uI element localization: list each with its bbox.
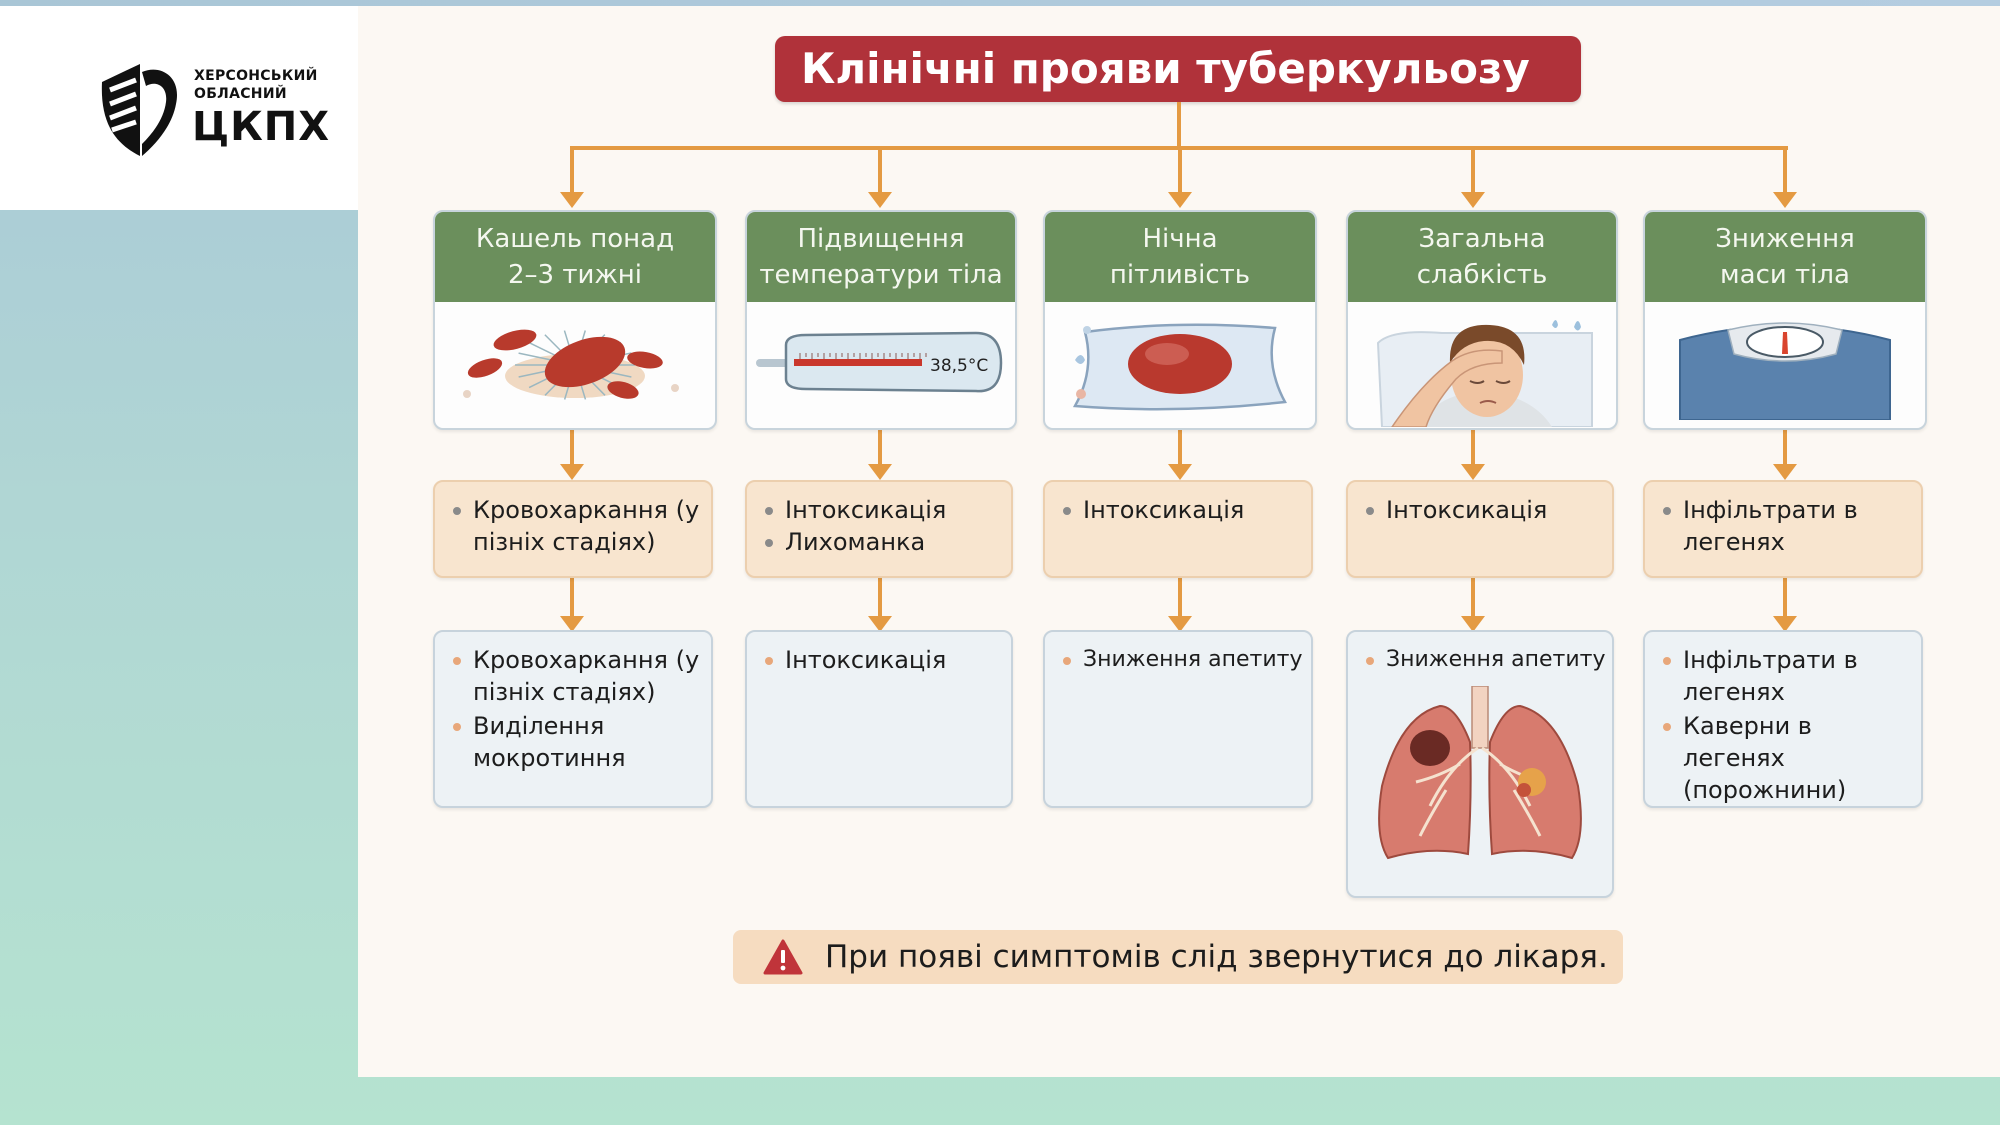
consequence-item: Інфільтрати в легенях — [1661, 494, 1913, 558]
detail-item: Інтоксикація — [763, 644, 1003, 676]
symptom-title-line: Підвищення — [797, 224, 965, 254]
connector-to-card — [1471, 148, 1475, 194]
consequence-item: Інтоксикація — [763, 494, 1003, 526]
symptom-card: Зниження маси тіла — [1643, 210, 1927, 430]
symptom-title-line: Зниження — [1715, 224, 1855, 254]
consequence-box: Інфільтрати в легенях — [1643, 480, 1923, 578]
arrowhead-icon — [1773, 192, 1797, 208]
symptom-title-line: пітливість — [1109, 260, 1251, 290]
symptom-title-line: слабкість — [1416, 260, 1548, 290]
warning-triangle-icon — [763, 939, 803, 975]
logo-text-abbr: ЦКПХ — [192, 104, 331, 150]
consequence-item: Інтоксикація — [1061, 494, 1303, 526]
detail-item: Кровохаркання (у пізніх стадіях) — [451, 644, 703, 708]
connector-title-down — [1177, 102, 1181, 148]
arrowhead-icon — [1461, 616, 1485, 632]
detail-item: Зниження апетиту — [1061, 644, 1303, 676]
symptom-card: Нічна пітливість — [1043, 210, 1317, 430]
connector-to-low — [878, 576, 882, 618]
connector-to-low — [1471, 576, 1475, 618]
symptom-card-header: Нічна пітливість — [1045, 212, 1315, 302]
logo-text-line2: ОБЛАСНИЙ — [194, 86, 287, 102]
tired-person-icon — [1348, 302, 1616, 428]
symptom-card: Загальна слабкість — [1346, 210, 1618, 430]
connector-to-mid — [1178, 428, 1182, 466]
logo-text-line1: ХЕРСОНСЬКИЙ — [194, 68, 318, 84]
scale-icon — [1645, 302, 1925, 428]
title-banner: Клінічні прояви туберкульозу — [775, 36, 1581, 102]
detail-item: Інфільтрати в легенях — [1661, 644, 1913, 708]
connector-to-low — [570, 576, 574, 618]
thermometer-reading: 38,5°C — [930, 356, 988, 376]
warning-banner: При появі симптомів слід звернутися до л… — [733, 930, 1623, 984]
lungs-icon — [1348, 686, 1612, 866]
arrowhead-icon — [1168, 616, 1192, 632]
arrowhead-icon — [1773, 616, 1797, 632]
detail-box: Зниження апетиту — [1346, 630, 1614, 898]
connector-to-card — [570, 148, 574, 194]
connector-to-card — [1783, 148, 1787, 194]
symptom-title-line: маси тіла — [1720, 260, 1850, 290]
detail-box: Зниження апетиту — [1043, 630, 1313, 808]
symptom-card-header: Кашель понад 2–3 тижні — [435, 212, 715, 302]
symptom-card-header: Зниження маси тіла — [1645, 212, 1925, 302]
consequence-box: Інтоксикація — [1043, 480, 1313, 578]
detail-item: Каверни в легенях (порожнини) — [1661, 710, 1913, 806]
connector-to-mid — [1471, 428, 1475, 466]
detail-item: Виділення мокротиння — [451, 710, 703, 774]
detail-box: Кровохаркання (у пізніх стадіях)Виділенн… — [433, 630, 713, 808]
symptom-card-header: Підвищення температури тіла — [747, 212, 1015, 302]
connector-to-low — [1178, 576, 1182, 618]
symptom-title-line: Нічна — [1142, 224, 1218, 254]
arrowhead-icon — [868, 464, 892, 480]
consequence-box: Інтоксикація — [1346, 480, 1614, 578]
top-strip — [0, 0, 2000, 6]
detail-item: Зниження апетиту — [1364, 644, 1605, 676]
shield-heart-logo-icon — [101, 64, 178, 156]
connector-to-low — [1783, 576, 1787, 618]
arrowhead-icon — [868, 616, 892, 632]
bacteria-icon — [435, 302, 715, 428]
symptom-title-line: 2–3 тижні — [507, 260, 643, 290]
consequence-item: Кровохаркання (у пізніх стадіях) — [451, 494, 703, 558]
consequence-item: Лихоманка — [763, 526, 1003, 558]
connector-to-card — [878, 148, 882, 194]
symptom-title-line: Загальна — [1418, 224, 1546, 254]
arrowhead-icon — [1461, 464, 1485, 480]
arrowhead-icon — [560, 192, 584, 208]
connector-to-card — [1178, 148, 1182, 194]
arrowhead-icon — [1168, 192, 1192, 208]
arrowhead-icon — [1773, 464, 1797, 480]
detail-box: Інтоксикація — [745, 630, 1013, 808]
logo-panel: ХЕРСОНСЬКИЙ ОБЛАСНИЙ ЦКПХ — [0, 6, 358, 210]
consequence-item: Інтоксикація — [1364, 494, 1604, 526]
connector-to-mid — [570, 428, 574, 466]
arrowhead-icon — [560, 464, 584, 480]
symptom-card: Кашель понад 2–3 тижні — [433, 210, 717, 430]
symptom-card: Підвищення температури тіла 38,5°C — [745, 210, 1017, 430]
arrowhead-icon — [868, 192, 892, 208]
arrowhead-icon — [1461, 192, 1485, 208]
symptom-title-line: температури тіла — [759, 260, 1003, 290]
symptom-title-line: Кашель понад — [475, 224, 675, 254]
arrowhead-icon — [560, 616, 584, 632]
connector-to-mid — [878, 428, 882, 466]
arrowhead-icon — [1168, 464, 1192, 480]
sweaty-pillow-icon — [1045, 302, 1315, 428]
connector-to-mid — [1783, 428, 1787, 466]
consequence-box: Кровохаркання (у пізніх стадіях) — [433, 480, 713, 578]
symptom-card-header: Загальна слабкість — [1348, 212, 1616, 302]
thermometer-icon: 38,5°C — [747, 302, 1015, 428]
warning-text: При появі симптомів слід звернутися до л… — [825, 939, 1608, 975]
page-title: Клінічні прояви туберкульозу — [801, 44, 1530, 93]
